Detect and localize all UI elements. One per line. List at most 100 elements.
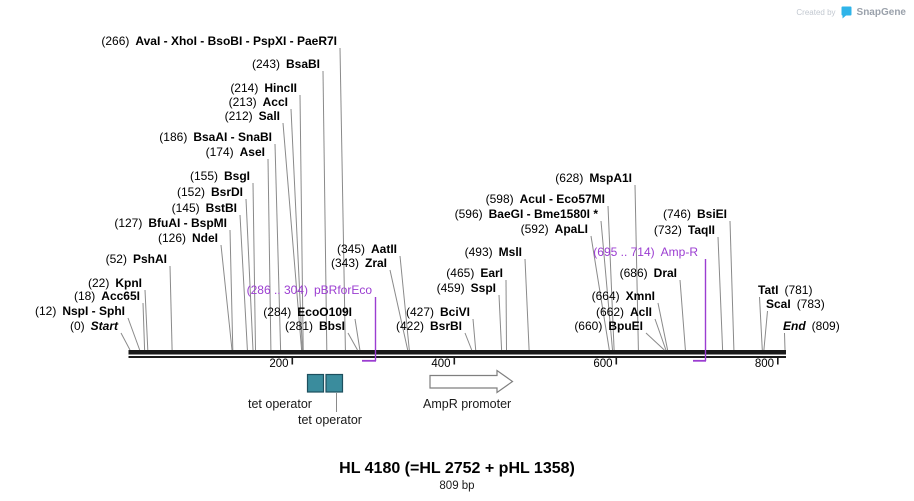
site-position: (126) bbox=[157, 231, 186, 245]
restriction-site-label[interactable]: (493)MslI bbox=[465, 246, 522, 259]
site-position: (809) bbox=[811, 319, 840, 333]
ruler-tick-mark bbox=[615, 357, 618, 365]
sequence-start-label[interactable]: (0) Start bbox=[70, 320, 118, 333]
ruler-tick-mark bbox=[291, 357, 294, 365]
snapgene-logo-icon bbox=[841, 6, 852, 19]
site-name: AccI bbox=[262, 95, 288, 109]
restriction-site-label[interactable]: (345)AatII bbox=[337, 243, 397, 256]
site-name: ScaI bbox=[766, 297, 791, 311]
site-position: (174) bbox=[205, 145, 234, 159]
created-by-text: Created by bbox=[796, 8, 836, 17]
site-position: (746) bbox=[662, 207, 691, 221]
sequence-end-label[interactable]: End(809) bbox=[783, 320, 840, 333]
restriction-site-label[interactable]: (660)BpuEI bbox=[574, 320, 643, 333]
site-name: ZraI bbox=[364, 256, 387, 270]
primer-label[interactable]: (695 .. 714) Amp-R bbox=[593, 246, 698, 259]
leader-line bbox=[354, 318, 361, 351]
restriction-site-label[interactable]: (284)EcoO109I bbox=[263, 306, 352, 319]
restriction-site-label[interactable]: (592)ApaLI bbox=[521, 223, 588, 236]
restriction-site-label[interactable]: (145)BstBI bbox=[172, 202, 237, 215]
ruler-tick-label: 600 bbox=[593, 358, 613, 370]
restriction-site-label[interactable]: (686) DraI bbox=[620, 267, 677, 280]
restriction-site-label[interactable]: (422)BsrBI bbox=[396, 320, 462, 333]
leader-line bbox=[498, 294, 503, 351]
ruler-tick-mark bbox=[777, 357, 779, 365]
snapgene-watermark: Created by SnapGene bbox=[796, 6, 906, 19]
leader-line bbox=[679, 279, 686, 351]
restriction-site-label[interactable]: (732)TaqII bbox=[654, 224, 715, 237]
leader-line bbox=[120, 332, 131, 351]
restriction-site-label[interactable]: (22)KpnI bbox=[88, 277, 142, 290]
site-name: PshAI bbox=[132, 252, 167, 266]
site-position: (0) bbox=[69, 319, 85, 333]
primer-label[interactable]: (286 .. 304) pBRforEco bbox=[247, 284, 372, 297]
site-position: (596) bbox=[454, 207, 483, 221]
primer-range: (286 .. 304) bbox=[246, 283, 308, 297]
restriction-site-label[interactable]: (174) AseI bbox=[206, 146, 265, 159]
feature-label[interactable]: tet operator bbox=[298, 413, 362, 427]
site-name: KpnI bbox=[115, 276, 142, 290]
restriction-site-label[interactable]: (459)SspI bbox=[437, 282, 496, 295]
leader-line bbox=[717, 236, 724, 351]
restriction-site-label[interactable]: (152)BsrDI bbox=[177, 186, 243, 199]
leader-line bbox=[127, 317, 141, 351]
site-position: (12) bbox=[34, 304, 57, 318]
feature-label[interactable]: AmpR promoter bbox=[423, 397, 512, 411]
feature-label[interactable]: tet operator bbox=[248, 397, 312, 411]
restriction-site-label[interactable]: (465)EarI bbox=[446, 267, 503, 280]
site-name: BbsI bbox=[318, 319, 345, 333]
primer-range: (695 .. 714) bbox=[593, 245, 655, 259]
restriction-site-label[interactable]: (746)BsiEI bbox=[663, 208, 727, 221]
primer-name: Amp-R bbox=[660, 245, 698, 259]
site-name: Start bbox=[90, 319, 118, 333]
restriction-site-label[interactable]: (662)AclI bbox=[596, 306, 652, 319]
site-position: (427) bbox=[405, 305, 434, 319]
restriction-site-label[interactable]: (243)BsaBI bbox=[252, 58, 320, 71]
leader-line bbox=[322, 70, 328, 351]
site-name: NspI - SphI bbox=[62, 304, 125, 318]
restriction-site-label[interactable]: (598)AcuI - Eco57MI bbox=[486, 193, 605, 206]
leader-line bbox=[784, 332, 786, 351]
restriction-site-label[interactable]: (628)MspA1I bbox=[555, 172, 632, 185]
leader-line bbox=[274, 143, 282, 351]
restriction-site-label[interactable]: (266)AvaI - XhoI - BsoBI - PspXI - PaeR7… bbox=[101, 35, 337, 48]
leader-line bbox=[657, 302, 669, 351]
site-name: DraI bbox=[653, 266, 677, 280]
leader-line bbox=[347, 332, 358, 351]
site-name: BstBI bbox=[205, 201, 237, 215]
site-name: BciVI bbox=[439, 305, 470, 319]
restriction-site-label[interactable]: (214)HincII bbox=[230, 82, 297, 95]
restriction-site-label[interactable]: (186)BsaAI - SnaBI bbox=[159, 131, 272, 144]
restriction-site-label[interactable]: (213)AccI bbox=[229, 96, 288, 109]
restriction-site-label[interactable]: (281)BbsI bbox=[285, 320, 345, 333]
site-position: (214) bbox=[230, 81, 259, 95]
leader-line bbox=[464, 332, 473, 351]
leader-line bbox=[634, 184, 639, 351]
restriction-site-label[interactable]: (127)BfuAI - BspMI bbox=[114, 217, 227, 230]
site-name: BsaAI - SnaBI bbox=[193, 130, 272, 144]
ruler-tick-label: 200 bbox=[269, 358, 289, 370]
restriction-site-label[interactable]: (427) BciVI bbox=[406, 306, 470, 319]
restriction-site-label[interactable]: (212)SalI bbox=[225, 110, 280, 123]
primer-name: pBRforEco bbox=[313, 283, 372, 297]
restriction-site-label[interactable]: (18)Acc65I bbox=[74, 290, 140, 303]
restriction-site-label[interactable]: (155)BsgI bbox=[190, 170, 250, 183]
map-length: 809 bp bbox=[439, 480, 475, 492]
leader-line bbox=[229, 229, 234, 351]
restriction-site-label[interactable]: (52)PshAI bbox=[106, 253, 167, 266]
restriction-site-label[interactable]: (343)ZraI bbox=[331, 257, 387, 270]
snapgene-brand-text: SnapGene bbox=[856, 7, 906, 18]
restriction-site-label[interactable]: ScaI(783) bbox=[766, 298, 825, 311]
restriction-site-label[interactable]: TatI(781) bbox=[758, 284, 812, 297]
site-position: (686) bbox=[619, 266, 648, 280]
site-name: AseI bbox=[239, 145, 265, 159]
restriction-site-label[interactable]: (596)BaeGI - Bme1580I * bbox=[455, 208, 598, 221]
restriction-site-label[interactable]: (12) NspI - SphI bbox=[35, 305, 125, 318]
site-name: TatI bbox=[758, 283, 779, 297]
restriction-site-label[interactable]: (126)NdeI bbox=[158, 232, 218, 245]
restriction-site-label[interactable]: (664)XmnI bbox=[592, 290, 655, 303]
leader-line bbox=[600, 220, 613, 351]
